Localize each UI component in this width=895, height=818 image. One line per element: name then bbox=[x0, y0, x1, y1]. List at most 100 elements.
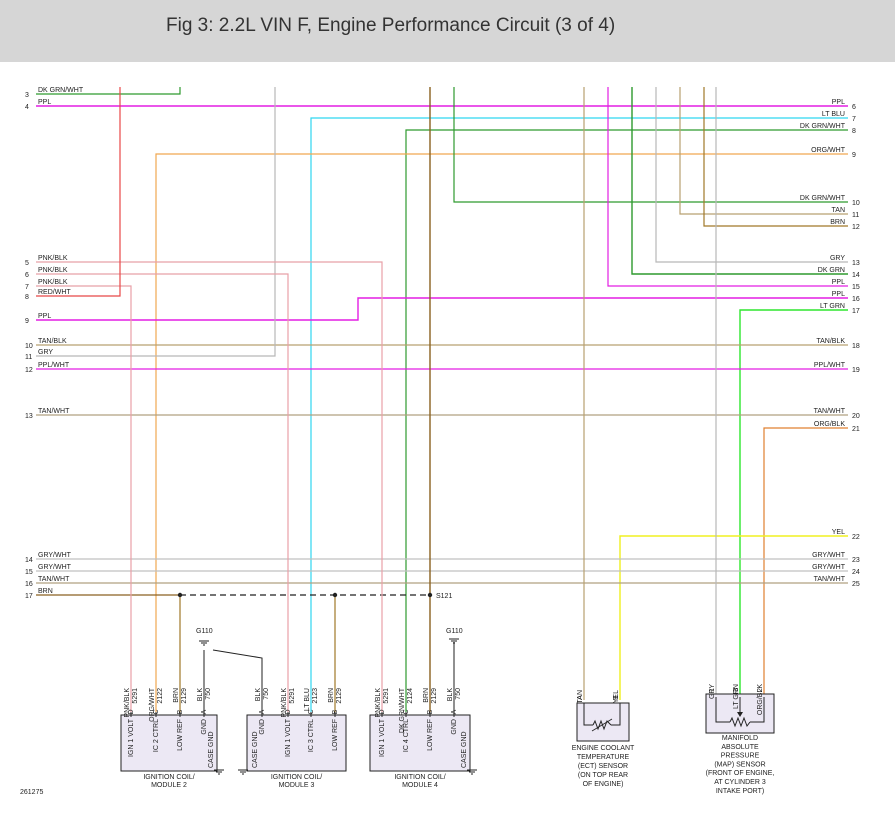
right-pin-number: 21 bbox=[852, 426, 860, 433]
wire-ltgrn-17 bbox=[739, 309, 848, 694]
right-wire-label: PPL/WHT bbox=[814, 362, 846, 369]
right-wire-label: PPL bbox=[832, 279, 845, 286]
right-pin-number: 15 bbox=[852, 284, 860, 291]
left-wire-label: PNK/BLK bbox=[38, 255, 68, 262]
right-wire-label: GRY/WHT bbox=[812, 564, 846, 571]
module-name-line1: IGNITION COIL/ bbox=[143, 774, 194, 781]
right-pin-number: 9 bbox=[852, 152, 856, 159]
circuit-number: 5291 bbox=[132, 688, 139, 704]
left-wire-label: RED/WHT bbox=[38, 289, 71, 296]
module-pin-letter: B bbox=[332, 709, 339, 714]
map-sensor-name-line: MANIFOLD bbox=[722, 735, 758, 742]
left-wire-label: TAN/BLK bbox=[38, 338, 67, 345]
circuit-number: 2122 bbox=[157, 688, 164, 704]
map-sensor-internal bbox=[750, 697, 765, 723]
ignition-coil-module-box bbox=[246, 714, 347, 772]
left-wire-label: GRY/WHT bbox=[38, 564, 72, 571]
right-wire-label: PPL bbox=[832, 99, 845, 106]
left-pin-number: 14 bbox=[25, 557, 33, 564]
circuit-number: 2129 bbox=[336, 688, 343, 704]
circuit-number: 2129 bbox=[431, 688, 438, 704]
left-pin-number: 17 bbox=[25, 593, 33, 600]
map-sensor-name-line: (FRONT OF ENGINE, bbox=[706, 770, 775, 777]
right-wire-label: GRY bbox=[830, 255, 845, 262]
left-pin-number: 4 bbox=[25, 104, 29, 111]
map-pin-letter: 3 bbox=[733, 688, 740, 692]
module-pin-function: LOW REF bbox=[177, 719, 184, 751]
module-pin-function: GND bbox=[259, 719, 266, 735]
ect-wire-color: YEL bbox=[613, 690, 620, 703]
ect-sensor-internal bbox=[611, 703, 621, 726]
wire-ppl-9-16 bbox=[36, 297, 848, 321]
wire-color-label: BRN bbox=[423, 688, 430, 703]
left-wire-label: DK GRN/WHT bbox=[38, 87, 84, 94]
right-pin-number: 23 bbox=[852, 557, 860, 564]
module-name-line2: MODULE 2 bbox=[151, 782, 187, 789]
wires-layer bbox=[36, 87, 848, 712]
left-pin-number: 12 bbox=[25, 367, 33, 374]
module-pin-letter: A bbox=[451, 709, 458, 714]
left-pin-number: 5 bbox=[25, 260, 29, 267]
right-pin-number: 14 bbox=[852, 272, 860, 279]
left-pin-number: 11 bbox=[25, 354, 32, 361]
left-wire-label: GRY/WHT bbox=[38, 552, 72, 559]
wire-color-label: BLK bbox=[255, 688, 262, 702]
module-pin-letter: C bbox=[308, 709, 315, 714]
ect-pin-letter: B bbox=[613, 695, 620, 700]
left-wire-label: GRY bbox=[38, 349, 53, 356]
wire-color-label: PNK/BLK bbox=[281, 688, 288, 718]
module-pin-function: GND bbox=[451, 719, 458, 735]
ect-sensor-name-line: OF ENGINE) bbox=[583, 781, 624, 788]
potentiometer-symbol bbox=[729, 716, 751, 728]
ignition-coil-module-box bbox=[369, 714, 471, 772]
right-pin-number: 22 bbox=[852, 534, 860, 541]
right-wire-label: GRY/WHT bbox=[812, 552, 846, 559]
ect-sensor-box bbox=[576, 702, 630, 742]
map-sensor-name-line: PRESSURE bbox=[721, 753, 760, 760]
module-name-line2: MODULE 3 bbox=[279, 782, 315, 789]
right-pin-number: 18 bbox=[852, 343, 860, 350]
figure-id: 261275 bbox=[20, 789, 43, 796]
wire-color-label: PNK/BLK bbox=[124, 688, 131, 718]
right-wire-label: TAN bbox=[832, 207, 845, 214]
wire-yel-22 bbox=[619, 535, 848, 700]
wire-color-label: BRN bbox=[328, 688, 335, 703]
wire-gry-13 bbox=[655, 87, 848, 263]
right-wire-label: BRN bbox=[830, 219, 845, 226]
splice-label: S121 bbox=[436, 593, 452, 600]
circuit-number: 2129 bbox=[181, 688, 188, 704]
wire-gnd-m3 bbox=[212, 649, 263, 712]
module-pin-function: IGN 1 VOLT bbox=[285, 718, 292, 757]
module-pin-letter: D bbox=[285, 709, 292, 714]
ect-wire-color: TAN bbox=[577, 690, 584, 703]
module-pin-function: IGN 1 VOLT bbox=[128, 718, 135, 757]
wire-dkgrnwht-10 bbox=[453, 87, 848, 203]
wire-color-label: PNK/BLK bbox=[375, 688, 382, 718]
splice-dot bbox=[332, 592, 338, 598]
module-pin-letter: C bbox=[153, 709, 160, 714]
ground-label: G110 bbox=[446, 628, 463, 635]
module-pin-letter: B bbox=[177, 709, 184, 714]
left-wire-label: PNK/BLK bbox=[38, 267, 68, 274]
wire-color-label: DK GRN/WHT bbox=[399, 687, 406, 733]
right-pin-number: 10 bbox=[852, 200, 860, 207]
map-pin-letter: 2 bbox=[757, 688, 764, 692]
module-pin-letter: D bbox=[128, 709, 135, 714]
right-pin-number: 13 bbox=[852, 260, 860, 267]
left-pin-number: 7 bbox=[25, 284, 29, 291]
case-ground-label: CASE GND bbox=[208, 731, 215, 768]
map-sensor-name-line: AT CYLINDER 3 bbox=[714, 779, 766, 786]
circuit-number: 750 bbox=[263, 688, 270, 700]
left-pin-number: 8 bbox=[25, 294, 29, 301]
left-pin-number: 9 bbox=[25, 318, 29, 325]
wire-color-label: BLK bbox=[197, 688, 204, 702]
right-pin-number: 16 bbox=[852, 296, 860, 303]
module-name-line2: MODULE 4 bbox=[402, 782, 438, 789]
figure-title: Fig 3: 2.2L VIN F, Engine Performance Ci… bbox=[166, 15, 616, 36]
module-pin-function: LOW REF bbox=[332, 719, 339, 751]
left-pin-number: 16 bbox=[25, 581, 33, 588]
thermistor-arrow bbox=[591, 718, 613, 732]
labels-layer: 3DK GRN/WHT4PPL5PNK/BLK6PNK/BLK7PNK/BLK8… bbox=[20, 87, 860, 796]
wire-redwht-8 bbox=[36, 87, 121, 297]
